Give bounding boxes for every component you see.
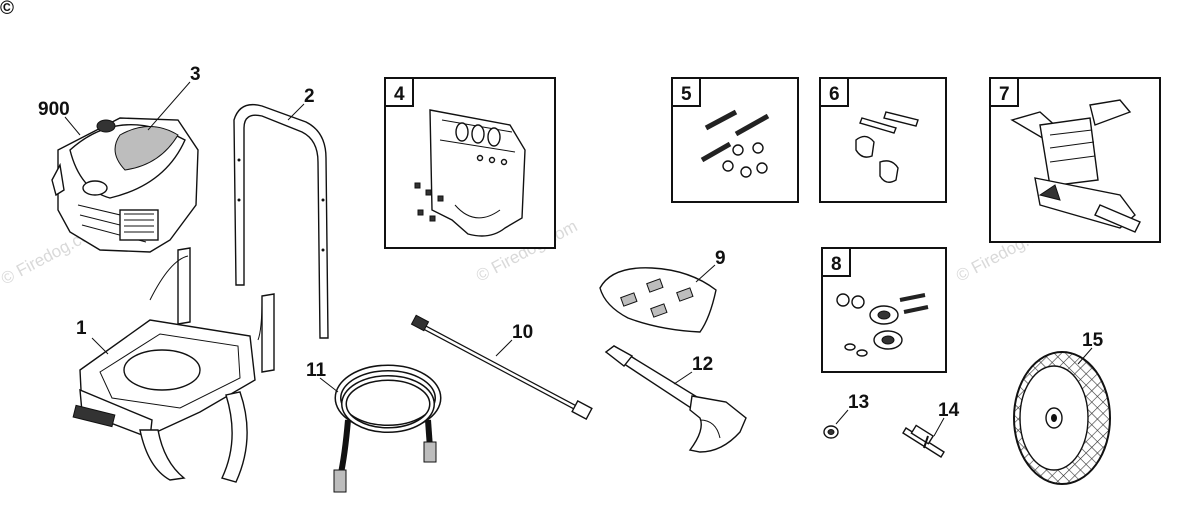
part-label-7[interactable]: 7 bbox=[999, 84, 1010, 105]
part-label-9[interactable]: 9 bbox=[715, 248, 726, 269]
part-label-900[interactable]: 900 bbox=[38, 99, 70, 120]
part-4-bracket[interactable] bbox=[414, 109, 526, 237]
part-label-10[interactable]: 10 bbox=[512, 322, 533, 343]
leader-line bbox=[91, 337, 109, 355]
part-label-2[interactable]: 2 bbox=[304, 86, 315, 107]
kit-box-8-tag bbox=[821, 247, 851, 277]
part-label-11[interactable]: 11 bbox=[306, 360, 327, 381]
part-label-6[interactable]: 6 bbox=[829, 84, 840, 105]
leader-line bbox=[495, 339, 513, 357]
part-label-5[interactable]: 5 bbox=[681, 84, 692, 105]
leader-line bbox=[1077, 347, 1093, 365]
part-12-spray-gun[interactable] bbox=[604, 345, 747, 453]
part-label-15[interactable]: 15 bbox=[1082, 330, 1104, 351]
part-8-hardware[interactable] bbox=[836, 293, 929, 357]
part-label-12[interactable]: 12 bbox=[692, 354, 713, 375]
part-10-wand[interactable] bbox=[410, 314, 593, 421]
part-label-4[interactable]: 4 bbox=[394, 84, 405, 105]
part-15-wheel[interactable] bbox=[1013, 351, 1111, 485]
kit-box-4-tag bbox=[384, 77, 414, 107]
kit-box-7-tag bbox=[989, 77, 1019, 107]
leader-line bbox=[835, 409, 849, 425]
part-900-engine[interactable] bbox=[51, 117, 199, 253]
leader-line bbox=[319, 377, 339, 393]
part-2-handle[interactable] bbox=[233, 103, 329, 339]
part-label-8[interactable]: 8 bbox=[831, 254, 842, 275]
part-label-3[interactable]: 3 bbox=[190, 64, 201, 85]
leader-line bbox=[287, 103, 305, 121]
part-14-axle[interactable] bbox=[902, 424, 945, 458]
leader-line bbox=[695, 264, 716, 283]
part-11-hose[interactable] bbox=[333, 364, 442, 493]
part-6-knobs[interactable] bbox=[855, 111, 919, 183]
part-5-bolts[interactable] bbox=[700, 109, 770, 178]
leader-line bbox=[147, 81, 191, 131]
part-13-nut[interactable] bbox=[823, 425, 839, 439]
part-9-nozzles[interactable] bbox=[599, 267, 717, 333]
part-label-14[interactable]: 14 bbox=[938, 400, 960, 421]
leader-line bbox=[64, 116, 81, 136]
corner-copyright-mark: © bbox=[0, 0, 14, 19]
leader-line bbox=[933, 417, 945, 437]
part-label-13[interactable]: 13 bbox=[848, 392, 869, 413]
part-label-1[interactable]: 1 bbox=[76, 318, 87, 339]
kit-box-6-tag bbox=[819, 77, 849, 107]
part-7-pump[interactable] bbox=[1010, 99, 1141, 233]
leader-line bbox=[673, 371, 693, 385]
kit-box-5-tag bbox=[671, 77, 701, 107]
part-1-frame[interactable] bbox=[72, 247, 275, 483]
